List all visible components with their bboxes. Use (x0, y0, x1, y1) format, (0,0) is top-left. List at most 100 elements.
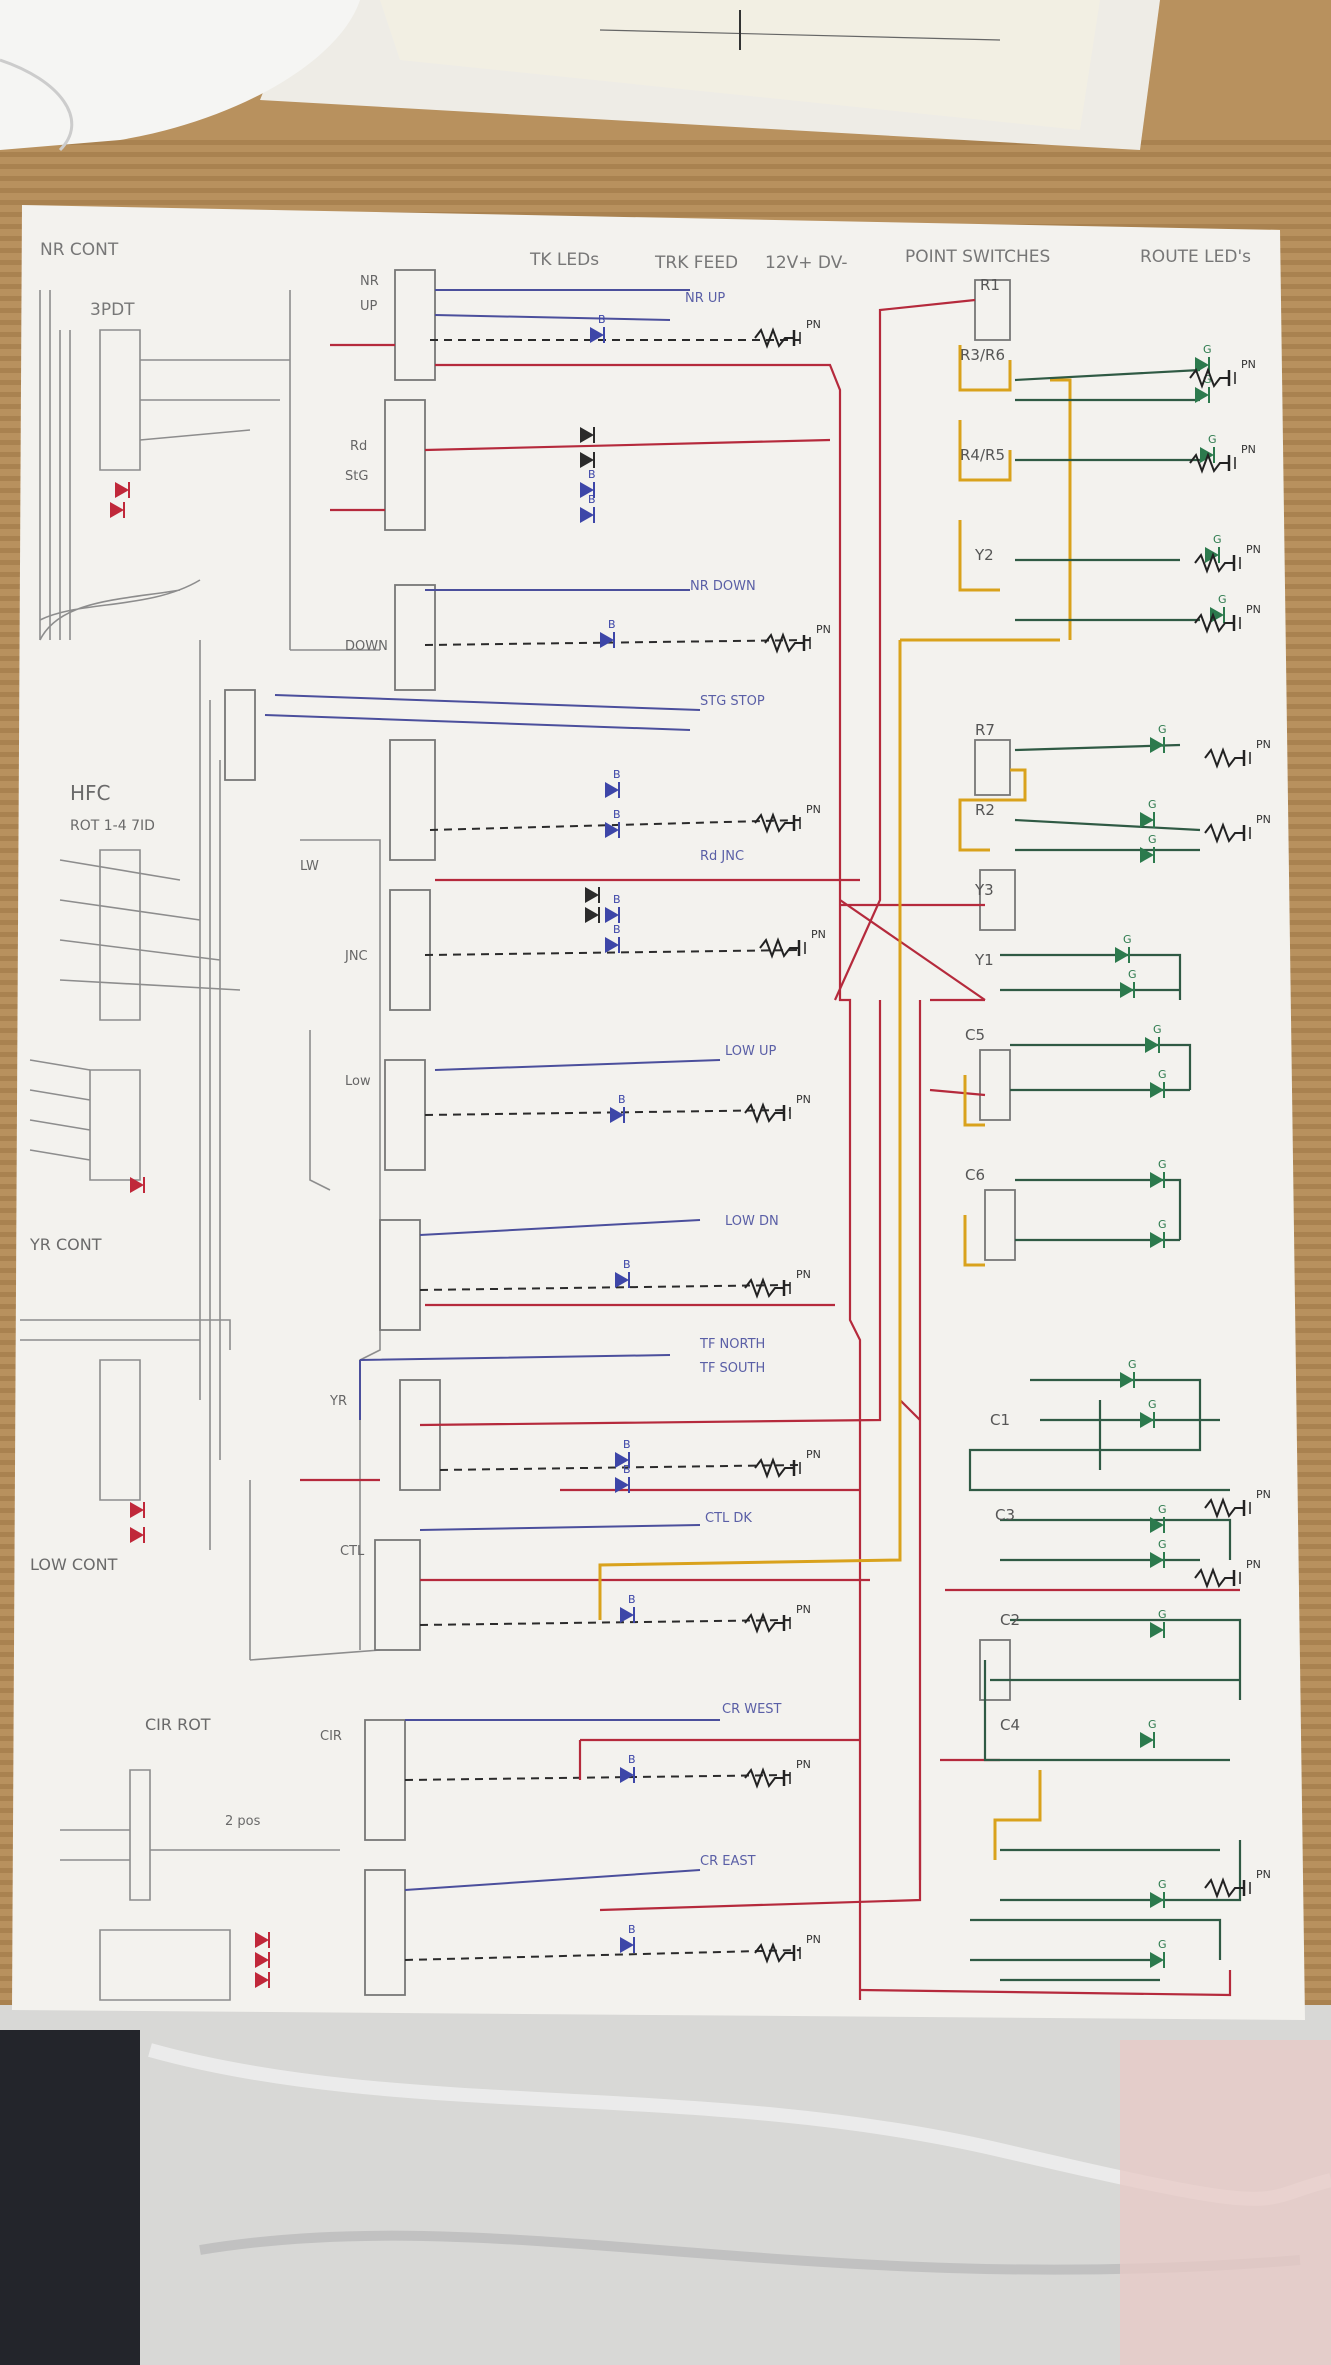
schematic-paper (12, 205, 1305, 2020)
point-label: Y2 (974, 546, 994, 564)
svg-text:B: B (613, 768, 621, 781)
point-label: C2 (1000, 1611, 1020, 1629)
pn-terminal: PN (1194, 1558, 1261, 1589)
svg-text:G: G (1148, 833, 1157, 846)
left-labels: HFC ROT 1-4 7ID YR CONT LOW CONT CIR ROT… (29, 781, 261, 1829)
red-power-wires (300, 298, 1240, 2000)
switch-label-stg: StG (345, 469, 368, 484)
header-3pdt: 3PDT (90, 300, 135, 320)
pn-terminal: PN (754, 1933, 821, 1964)
svg-text:G: G (1128, 1358, 1137, 1371)
svg-text:PN: PN (806, 1933, 821, 1946)
switch-label-cir: CIR (320, 1729, 342, 1744)
point-label: R4/R5 (960, 446, 1005, 464)
white-bag (0, 0, 360, 152)
arrow-label: CR WEST (722, 1702, 782, 1717)
header-nr-cont: NR CONT (40, 240, 119, 260)
header-tk-leds: TK LEDs (529, 250, 599, 270)
yellow-bridge-wires (598, 345, 1072, 1860)
green-led-icon (580, 427, 595, 443)
svg-text:G: G (1203, 343, 1212, 356)
svg-text:PN: PN (1256, 813, 1271, 826)
pn-terminal: PN (1189, 443, 1256, 474)
arrow-label: CTL DK (705, 1511, 752, 1526)
point-label: C6 (965, 1166, 985, 1184)
green-led-icon: G (1120, 968, 1137, 998)
switch-label-ctl: CTL (340, 1544, 365, 1559)
pn-terminal: PN (754, 318, 821, 349)
switch-label-yr: YR (329, 1394, 347, 1409)
svg-text:B: B (588, 468, 596, 481)
arrow-label: TF SOUTH (699, 1361, 765, 1376)
svg-text:PN: PN (1256, 1488, 1271, 1501)
label-rot: ROT 1-4 7ID (70, 818, 155, 834)
pn-terminal: PN (744, 1758, 811, 1789)
header-trk-feed: TRK FEED (654, 253, 738, 273)
header-12v: 12V+ DV- (765, 253, 847, 273)
svg-text:B: B (618, 1093, 626, 1106)
blue-led-icon: B (605, 808, 621, 838)
pn-terminal: PN (1189, 358, 1256, 389)
svg-text:PN: PN (1241, 443, 1256, 456)
svg-text:B: B (628, 1923, 636, 1936)
green-led-icon: G (1150, 723, 1167, 753)
switch-label-up: UP (360, 299, 378, 314)
svg-text:B: B (613, 808, 621, 821)
green-led-icon: G (1195, 373, 1212, 403)
svg-text:G: G (1158, 1608, 1167, 1621)
green-led-icon: G (1150, 1878, 1167, 1908)
switch-label-dwn: DOWN (345, 639, 388, 654)
green-led-icon: G (1150, 1938, 1167, 1968)
svg-text:G: G (1158, 1503, 1167, 1516)
svg-text:PN: PN (796, 1603, 811, 1616)
switch-label-nr: NR (360, 274, 379, 289)
svg-text:PN: PN (1241, 358, 1256, 371)
point-label: C5 (965, 1026, 985, 1044)
svg-text:PN: PN (816, 623, 831, 636)
svg-text:G: G (1208, 433, 1217, 446)
green-led-icon (130, 1502, 145, 1518)
arrow-label: Rd JNC (700, 849, 744, 864)
pn-terminal: PN (1204, 1488, 1271, 1519)
blue-led-icon: B (590, 313, 606, 343)
svg-text:PN: PN (1246, 1558, 1261, 1571)
svg-text:G: G (1148, 1718, 1157, 1731)
green-led-icon (255, 1952, 270, 1968)
pn-terminal: PN (1204, 1868, 1271, 1899)
svg-text:B: B (588, 493, 596, 506)
blue-led-icon: B (610, 1093, 626, 1123)
switch-label-jnc: JNC (344, 949, 368, 964)
label-hfc: HFC (70, 781, 111, 805)
green-led-icon: G (1150, 1158, 1167, 1188)
label-yr-cont: YR CONT (29, 1235, 102, 1254)
pn-terminal: PN (754, 803, 821, 834)
svg-text:G: G (1158, 1938, 1167, 1951)
green-led-icon (585, 907, 600, 923)
plastic-bag (0, 2005, 1331, 2365)
switch-label-lw: LW (300, 859, 319, 874)
led-feed-lines (404, 339, 811, 1961)
svg-text:G: G (1158, 1538, 1167, 1551)
svg-text:G: G (1128, 968, 1137, 981)
svg-text:B: B (613, 923, 621, 936)
svg-text:B: B (623, 1463, 631, 1476)
svg-text:PN: PN (806, 803, 821, 816)
svg-text:PN: PN (1256, 738, 1271, 751)
pn-terminal: PN (1204, 813, 1271, 844)
green-led-icon: G (1115, 933, 1132, 963)
pn-terminal: PN (1204, 738, 1271, 769)
green-led-icon: G (1140, 798, 1157, 828)
blue-led-icon: B (605, 923, 621, 953)
svg-text:B: B (608, 618, 616, 631)
svg-text:B: B (623, 1258, 631, 1271)
svg-text:G: G (1148, 1398, 1157, 1411)
green-led-icon: G (1150, 1218, 1167, 1248)
background-papers (260, 0, 1160, 150)
arrow-label: STG STOP (700, 694, 765, 709)
svg-text:G: G (1158, 723, 1167, 736)
blue-led-icon: B (615, 1438, 631, 1468)
